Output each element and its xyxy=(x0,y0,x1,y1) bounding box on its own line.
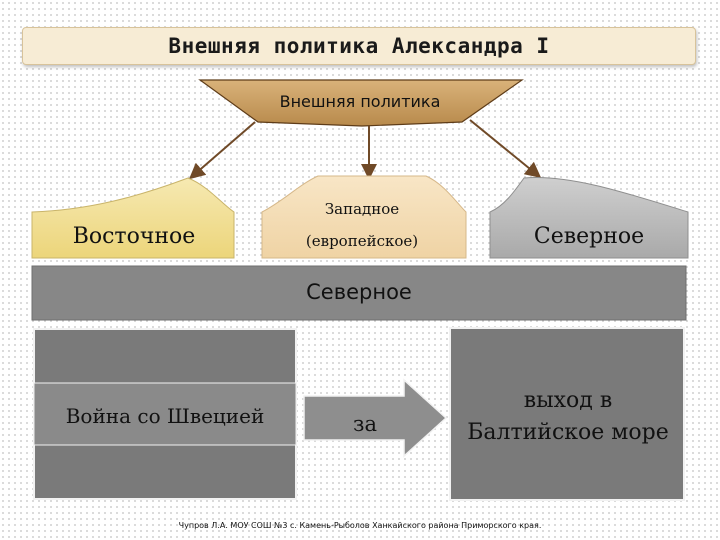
arrow-to-north xyxy=(469,119,542,179)
title-bar: Внешняя политика Александра I xyxy=(22,27,696,65)
north-band-label: Северное xyxy=(306,280,412,304)
north-band xyxy=(31,265,687,321)
footer-credit: Чупров Л.А. МОУ СОШ №3 с. Камень-Рыболов… xyxy=(178,521,542,530)
goal-label-line1: выход в xyxy=(523,388,613,413)
for-arrow xyxy=(303,378,448,458)
page-title: Внешняя политика Александра I xyxy=(168,34,550,58)
east-branch-box xyxy=(31,177,235,259)
war-label: Война со Швецией xyxy=(65,404,265,428)
root-label: Внешняя политика xyxy=(279,92,441,111)
root-banner xyxy=(198,79,524,127)
arrow-to-east xyxy=(188,121,256,180)
war-label-band xyxy=(33,382,297,446)
goal-label-line2: Балтийское море xyxy=(467,420,669,445)
east-branch-label: Восточное xyxy=(72,224,196,249)
west-branch-label-line2: (европейское) xyxy=(305,232,419,250)
north-branch-box xyxy=(489,177,689,259)
west-branch-label-line1: Западное xyxy=(324,200,400,218)
west-branch-box xyxy=(261,175,467,259)
north-branch-label: Северное xyxy=(533,224,645,249)
for-label: за xyxy=(353,412,377,436)
goal-box xyxy=(449,327,685,501)
